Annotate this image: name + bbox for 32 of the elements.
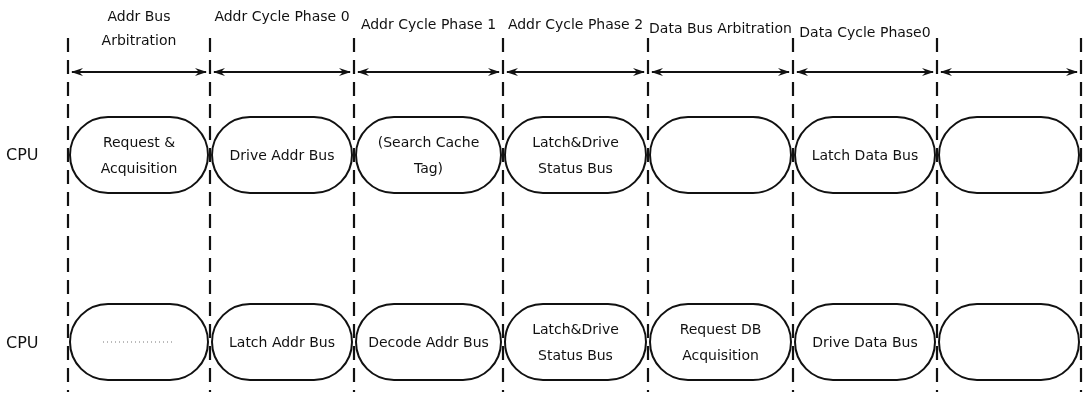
bus-phase-capsule (69, 303, 209, 381)
phase-label: Addr Bus Arbitration (100, 7, 178, 50)
phase-text: Request & Acquisition (99, 133, 179, 178)
bus-phase-capsule (794, 303, 936, 381)
row-label: CPU (6, 333, 39, 352)
bus-phase-capsule (504, 303, 647, 381)
phase-label: Data Cycle Phase0 (798, 23, 932, 42)
bus-phase-capsule (355, 116, 502, 194)
phase-text: (Search Cache Tag) (376, 133, 481, 178)
phase-text: Drive Data Bus (811, 333, 919, 352)
bus-phase-capsule (794, 116, 936, 194)
bus-phase-capsule (355, 303, 502, 381)
bus-phase-capsule (649, 303, 792, 381)
phase-text: Request DB Acquisition (678, 320, 763, 365)
bus-phase-capsule (69, 116, 209, 194)
bus-phase-capsule (938, 303, 1080, 381)
phase-text: Decode Addr Bus (367, 333, 490, 352)
phase-label: Addr Cycle Phase 2 (506, 15, 645, 34)
bus-phase-capsule (211, 116, 353, 194)
phase-text: Latch&Drive Status Bus (531, 320, 620, 365)
phase-label: Addr Cycle Phase 1 (359, 15, 498, 34)
phase-label: Data Bus Arbitration (648, 19, 793, 38)
bus-phase-capsule (938, 116, 1080, 194)
bus-phase-capsule (649, 116, 792, 194)
row-label: CPU (6, 145, 39, 164)
phase-label: Addr Cycle Phase 0 (213, 7, 351, 26)
phase-text: Drive Addr Bus (228, 146, 336, 165)
bus-phase-capsule (504, 116, 647, 194)
phase-text: Latch&Drive Status Bus (531, 133, 620, 178)
phase-text: Latch Addr Bus (228, 333, 336, 352)
phase-text: Latch Data Bus (810, 146, 920, 165)
bus-phase-capsule (211, 303, 353, 381)
